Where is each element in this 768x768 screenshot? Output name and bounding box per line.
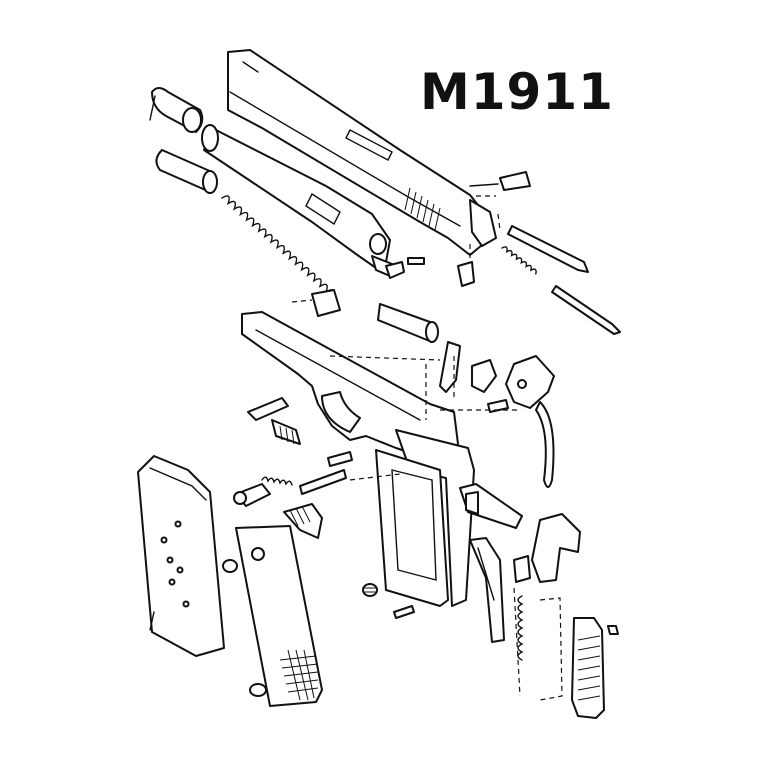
slide-stop-pin [377,303,439,343]
frame [241,311,475,607]
diagram-title: M1911 [420,63,614,121]
grip-screw-bottom [249,683,267,697]
thumb-safety-pins [299,451,353,495]
slide [227,49,497,256]
recoil-spring-plug [155,149,218,194]
firing-pin-stop [457,261,475,287]
leaf-spring [469,537,505,643]
grip-screw-bushing [362,583,415,619]
sear-spring [535,401,555,488]
left-grip-panel [235,525,323,707]
hammer [505,355,555,409]
rear-sight [469,171,531,191]
right-grip-panel [607,625,619,635]
slide-stop [247,397,301,445]
thumb-safety [283,503,323,539]
ejector [311,289,341,317]
grip-screw-top [222,559,238,573]
disconnector [439,341,461,393]
plunger-assembly [233,476,293,507]
magazine [137,455,225,657]
sear [471,359,497,393]
barrel-bushing [149,87,204,133]
recoil-spring [221,195,335,299]
firing-pin-spring [501,246,537,275]
trigger [459,483,523,529]
barrel-link [385,257,425,279]
extractor [507,225,589,273]
firing-pin [551,285,621,335]
mainspring-housing [571,617,605,719]
mainspring [513,555,531,661]
grip-safety [531,513,581,583]
hammer-strut-pin [487,399,509,413]
